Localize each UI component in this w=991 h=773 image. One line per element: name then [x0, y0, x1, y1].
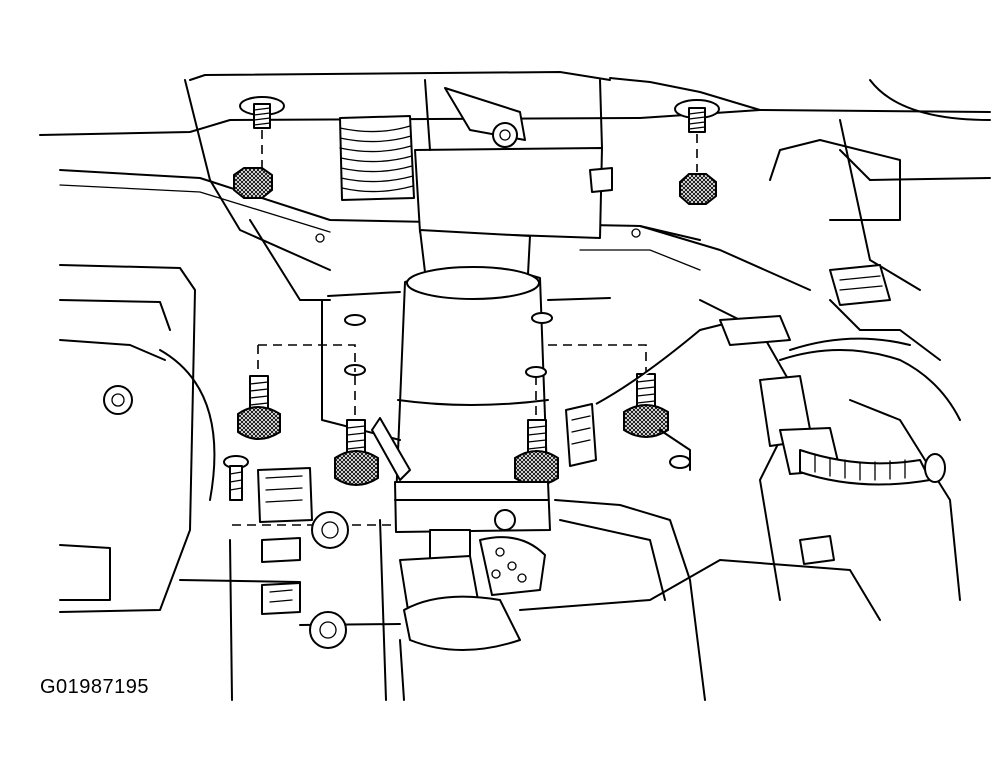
upper-column-housing: [414, 79, 613, 239]
wiring-harness: [719, 264, 961, 565]
connector-left: [257, 467, 313, 615]
upper-right-stud: [674, 99, 720, 133]
column-mounting-bracket: [321, 291, 611, 441]
upper-left-stud: [239, 96, 285, 129]
column-tube: [395, 229, 549, 501]
figure-id-label: G01987195: [40, 676, 150, 698]
intermediate-shaft: [399, 509, 546, 701]
bolt-left-inner: [334, 419, 379, 486]
upper-right-nut: [679, 173, 717, 205]
column-spring: [339, 115, 415, 201]
bolt-right-outer: [623, 373, 669, 438]
bolt-left-outer: [237, 375, 281, 440]
upper-left-nut: [233, 167, 273, 199]
small-screw: [223, 455, 249, 501]
connector-right: [565, 319, 741, 467]
dash-panel-structure: [39, 71, 991, 301]
